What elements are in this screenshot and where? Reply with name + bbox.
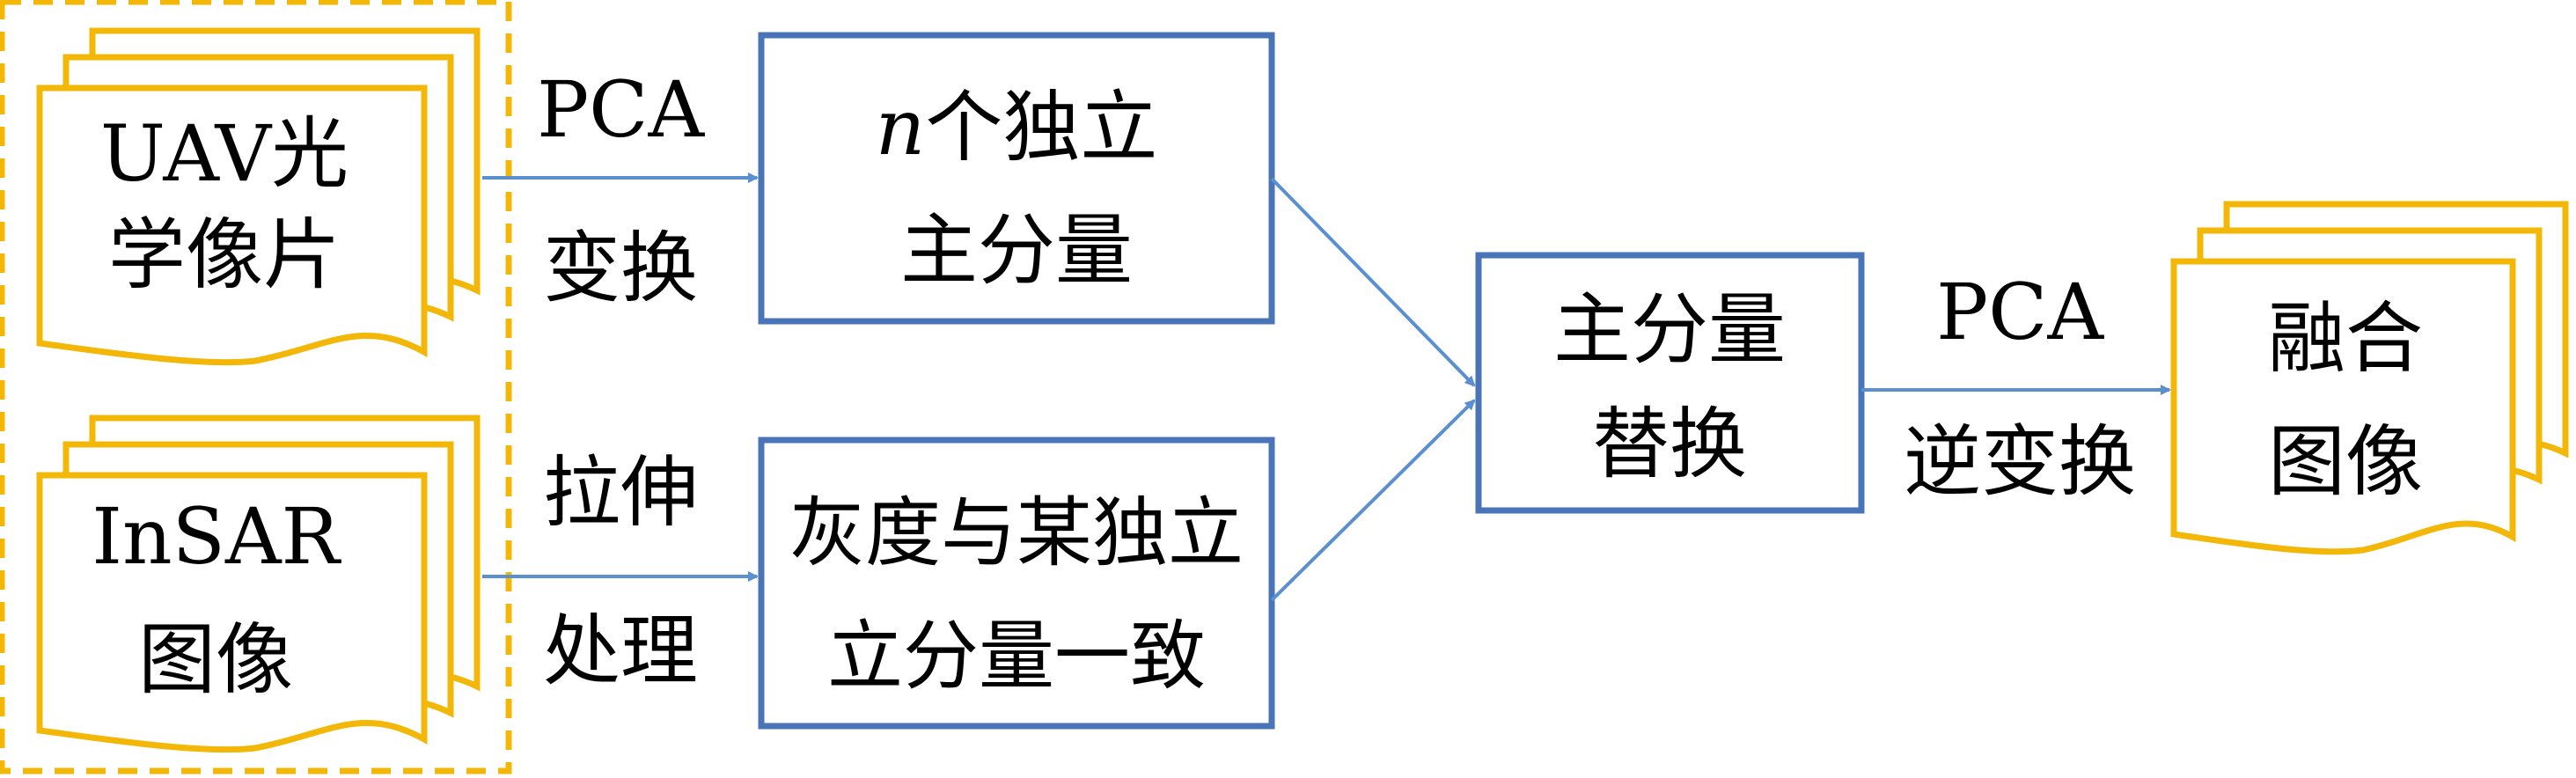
principal-components-line1-rest: 个独立 bbox=[925, 82, 1157, 172]
edge-inverse-pca-line2: 逆变换 bbox=[1904, 416, 2136, 507]
gray-match-box bbox=[758, 437, 1275, 730]
edge-pca-transform-line1: PCA bbox=[537, 64, 706, 155]
uav-document-stack: UAV光 学像片 bbox=[36, 27, 481, 366]
arrow-gray-match-to-replace bbox=[1270, 399, 1476, 602]
gray-match-line1: 灰度与某独立 bbox=[789, 489, 1244, 577]
arrow-components-to-replace bbox=[1270, 177, 1476, 387]
uav-doc-front bbox=[36, 84, 428, 366]
input-group-dashed-frame bbox=[0, 0, 512, 774]
replace-line2: 替换 bbox=[1592, 399, 1747, 489]
replace-line1: 主分量 bbox=[1553, 284, 1786, 375]
output-doc-front bbox=[2170, 258, 2516, 555]
uav-label-line2: 学像片 bbox=[108, 209, 341, 300]
uav-label-line1: UAV光 bbox=[100, 108, 349, 199]
output-document-stack: 融合 图像 bbox=[2170, 201, 2569, 555]
edge-pca-transform-line2: 变换 bbox=[543, 223, 698, 313]
insar-label-line2: 图像 bbox=[138, 614, 293, 705]
edge-stretch-line2: 处理 bbox=[543, 606, 698, 696]
principal-components-line1: n个独立 bbox=[876, 82, 1158, 172]
principal-components-n: n bbox=[876, 82, 926, 172]
insar-document-stack: InSAR 图像 bbox=[36, 415, 481, 753]
principal-components-box bbox=[758, 32, 1275, 325]
gray-match-line2: 立分量一致 bbox=[827, 613, 1206, 701]
output-label-line1: 融合 bbox=[2268, 293, 2423, 384]
principal-components-line2: 主分量 bbox=[900, 205, 1133, 296]
edge-stretch-line1: 拉伸 bbox=[543, 447, 698, 538]
insar-label-line1: InSAR bbox=[92, 491, 341, 582]
insar-doc-front bbox=[36, 472, 428, 753]
replace-box bbox=[1475, 252, 1865, 514]
output-label-line2: 图像 bbox=[2268, 416, 2423, 507]
edge-inverse-pca-line1: PCA bbox=[1936, 267, 2105, 357]
